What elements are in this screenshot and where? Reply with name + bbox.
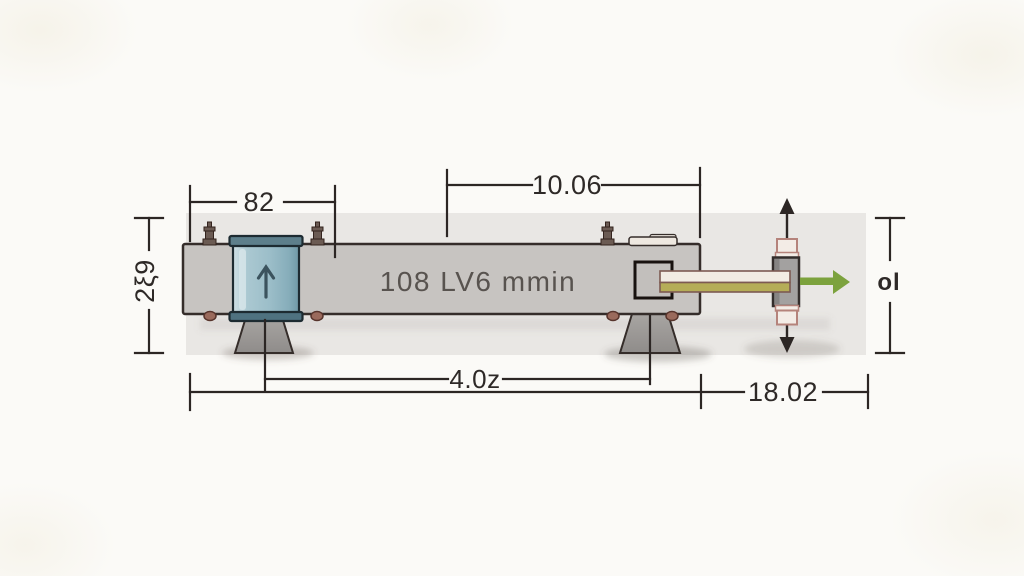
dimension-10-06-label: 10.06 [532, 170, 602, 200]
cylinder-highlight [239, 249, 246, 310]
bolt-icon [600, 221, 615, 246]
shaft-top-half [659, 270, 791, 284]
cylinder-top-cap [228, 234, 304, 248]
rivet [310, 310, 324, 322]
blue-cylinder [228, 234, 304, 323]
bolt-icon [310, 221, 325, 246]
bolt-icon [202, 221, 217, 246]
rivet [203, 310, 217, 322]
wheel-bottom-cap [776, 309, 798, 326]
top-plate [628, 233, 678, 247]
wheel-shadow [744, 340, 840, 358]
shaft-bottom-half [659, 281, 791, 293]
dimension-span [263, 314, 652, 393]
beam-label: 108 LV6 mmin [380, 266, 576, 297]
under-beam-rivets [203, 310, 679, 322]
dimension-span-label: 4.0z [449, 364, 500, 394]
wheel-top-cap [776, 238, 798, 254]
output-shaft [659, 270, 791, 293]
dimension-right-height-label: ol [877, 269, 900, 296]
right-arrow-icon [800, 270, 850, 294]
rivet [606, 310, 620, 322]
dimension-right-height [874, 216, 906, 355]
dimension-10-06 [445, 166, 702, 239]
dimension-left-height-label: 2ξ9 [130, 259, 160, 303]
dimension-82-label: 82 [243, 187, 274, 217]
rivet [665, 310, 679, 322]
dimension-left-height [133, 216, 165, 355]
up-arrow-icon [256, 264, 276, 299]
bolts [202, 221, 615, 246]
dimension-82 [188, 184, 337, 259]
dimension-total [188, 372, 870, 412]
dimension-total-label: 18.02 [748, 377, 818, 407]
